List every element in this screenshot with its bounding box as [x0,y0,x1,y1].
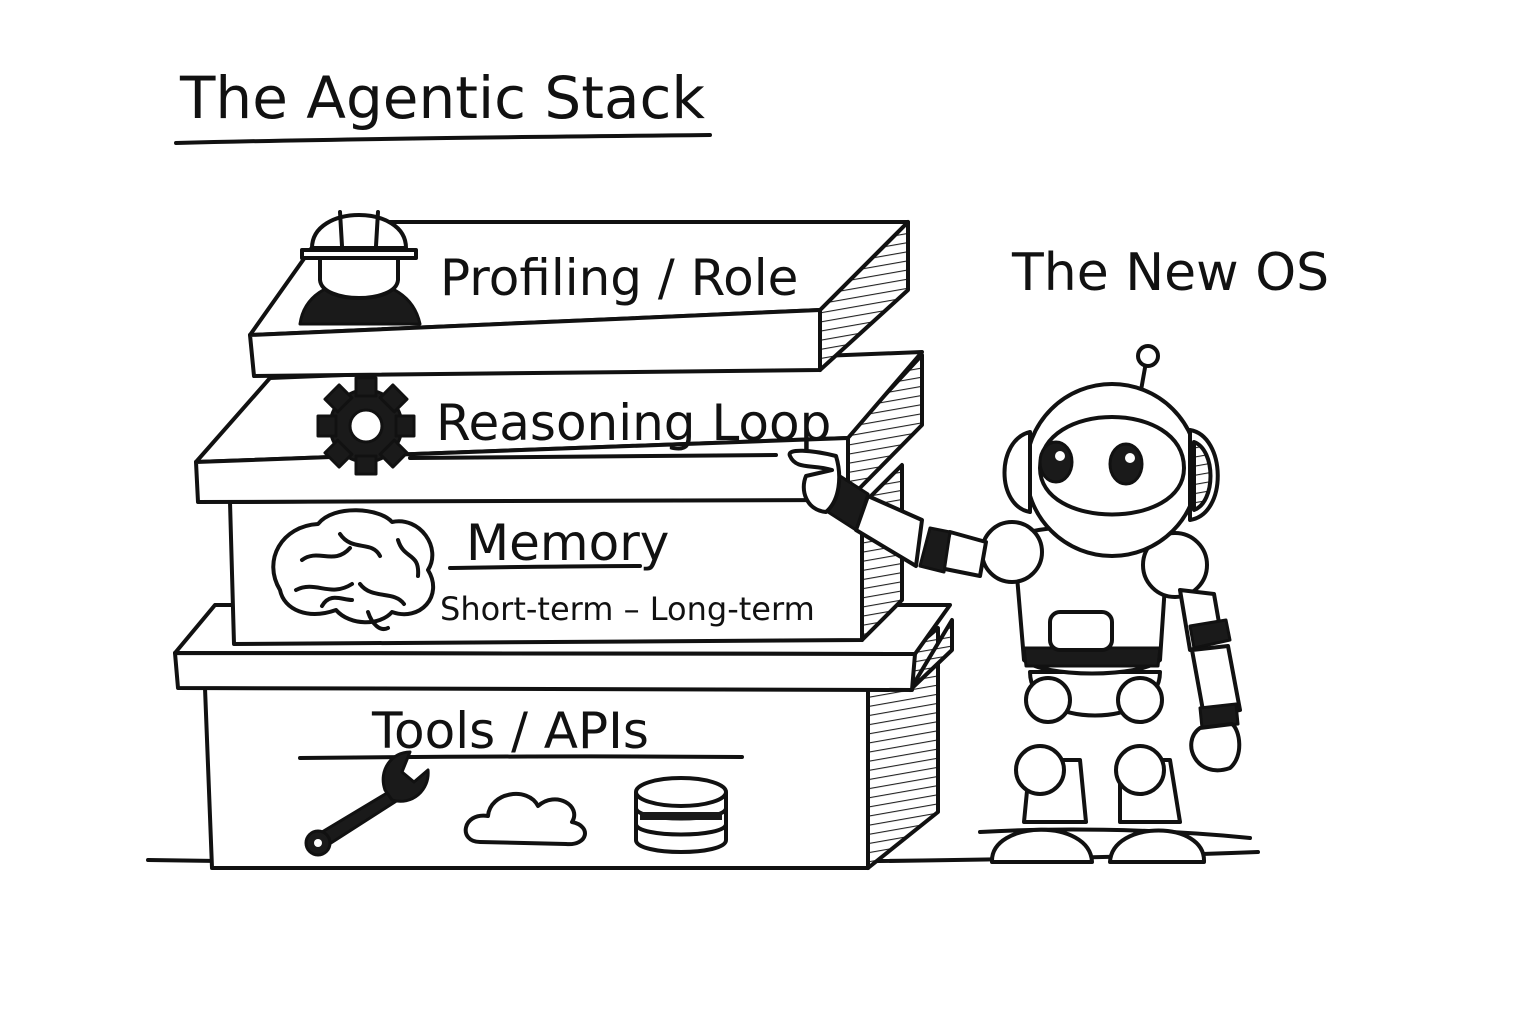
wrench-icon [304,750,430,857]
layer-profiling: Profiling / Role [248,210,910,378]
robot-left-foot [989,827,1094,864]
robot-right-foot [1108,828,1207,864]
robot-mascot [787,344,1252,864]
brain-icon [271,508,436,631]
layer-sublabel-memory: Short-term – Long-term [440,590,815,628]
robot-left-eye [1038,440,1074,484]
layer-reasoning: Reasoning Loop [194,350,924,504]
title-underline [174,133,712,145]
tools-plate-side [908,618,954,692]
cloud-icon [463,791,587,847]
tools-underline [298,754,744,760]
database-icon [634,776,728,854]
robot-right-hand [1189,722,1242,773]
tools-plate-front [173,651,917,692]
title-group: The Agentic Stack [174,64,712,145]
layer-label-memory: Memory [466,514,669,572]
robot-right-eye [1108,442,1144,486]
memory-underline [448,564,642,570]
hard-hat-worker-icon [298,210,422,326]
robot-pointing-hand [787,448,842,514]
diagram-title: The Agentic Stack [179,64,705,132]
side-caption: The New OS [1011,243,1329,303]
layer-label-tools: Tools / APIs [371,702,649,760]
layer-label-profiling: Profiling / Role [440,249,798,307]
reasoning-underline [408,453,778,460]
gear-icon [316,376,416,476]
profiling-plate-front [248,308,822,378]
layer-label-reasoning: Reasoning Loop [436,394,831,452]
